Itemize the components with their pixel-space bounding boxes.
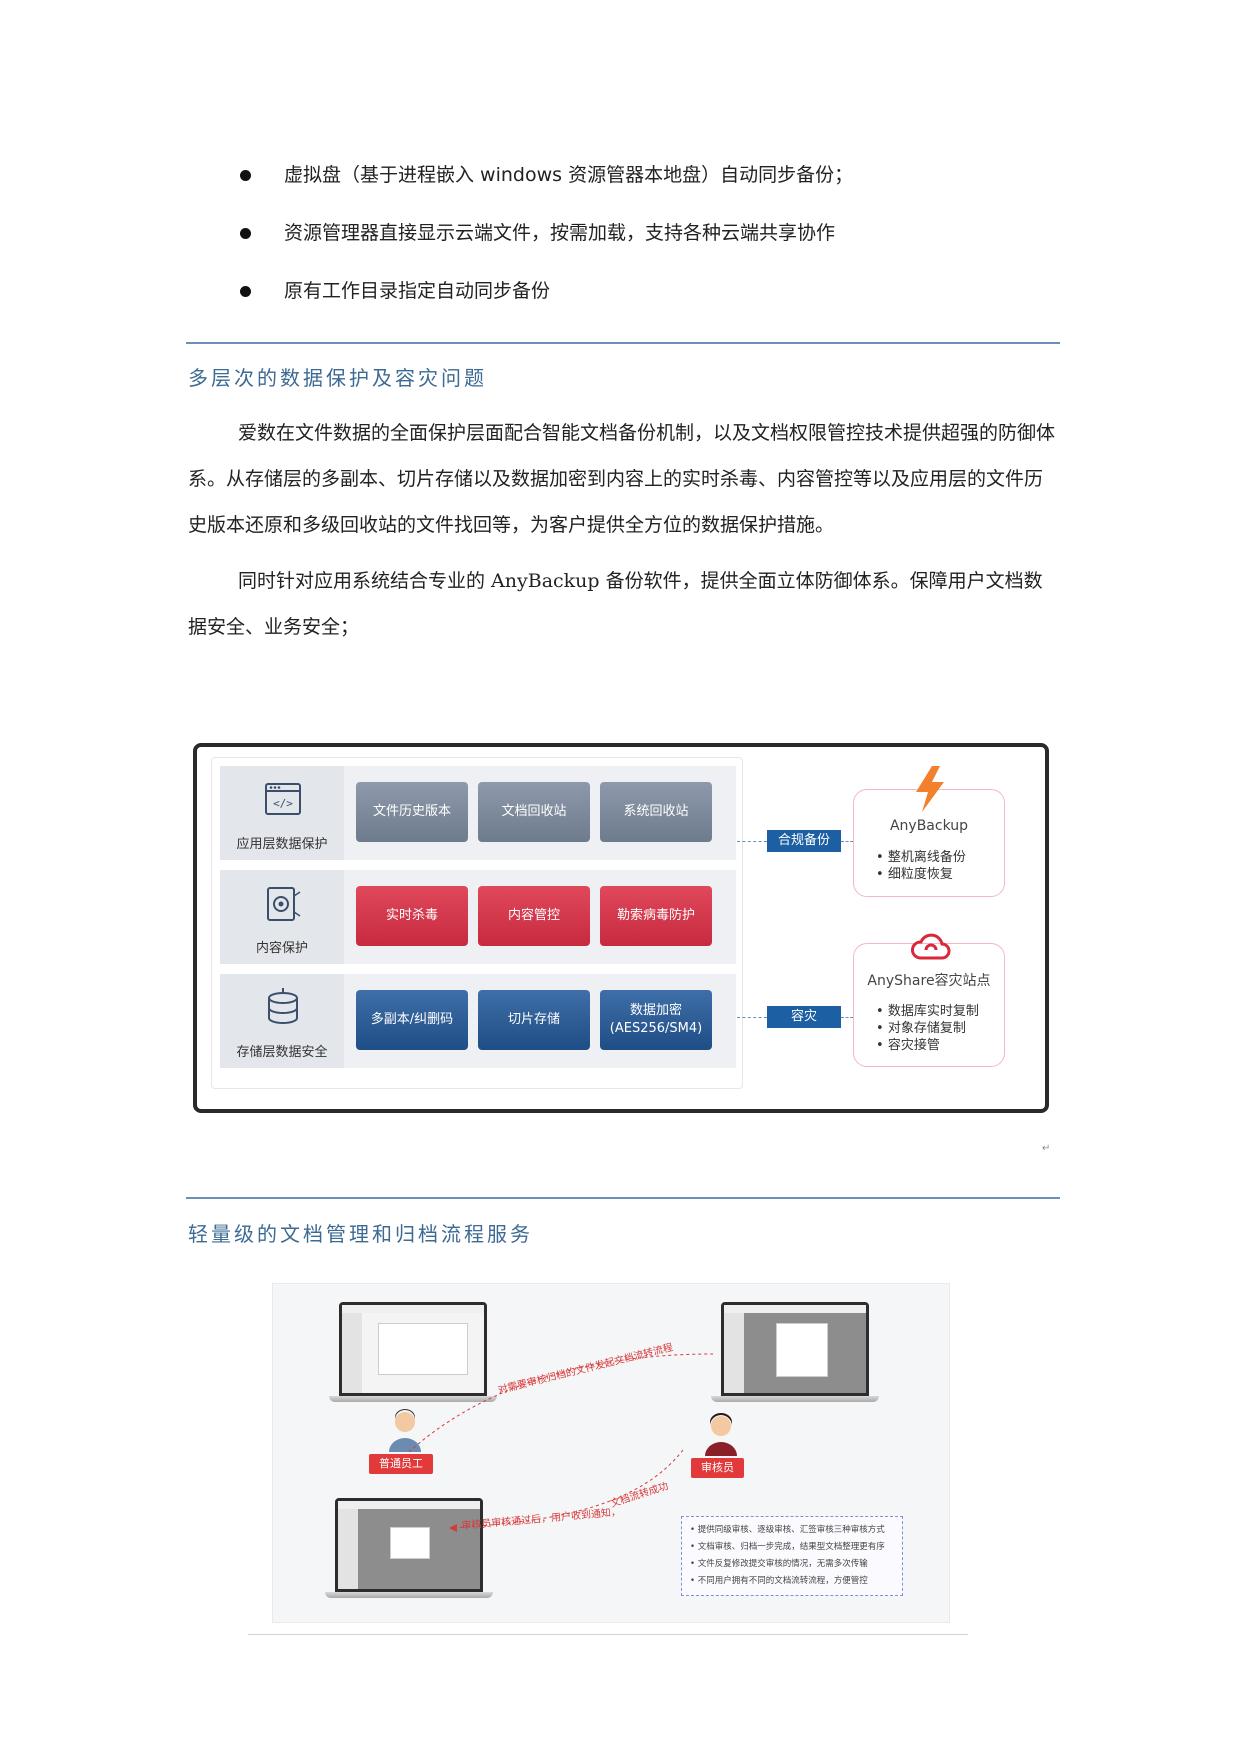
reviewer-avatar-icon xyxy=(705,1413,737,1456)
bullet-item: 资源管理器直接显示云端文件，按需加载，支持各种云端共享协作 xyxy=(236,218,1116,248)
section-divider xyxy=(186,342,1060,344)
feature-item: • 不同用户拥有不同的文档流转流程，方便管控 xyxy=(690,1576,868,1586)
laptop-base xyxy=(711,1396,879,1402)
laptop-employee-notified xyxy=(325,1498,493,1598)
employee-avatar-icon xyxy=(389,1409,421,1452)
layer-row-storage: 存储层数据安全 多副本/纠删码 切片存储 数据加密 (AES256/SM4) xyxy=(220,974,736,1068)
layer-box: 数据加密 (AES256/SM4) xyxy=(600,990,712,1050)
laptop-screen xyxy=(335,1498,483,1592)
connector-line xyxy=(737,1017,767,1018)
body-paragraph: 爱数在文件数据的全面保护层面配合智能文档备份机制，以及文档权限管控技术提供超强的… xyxy=(188,422,1056,536)
anybackup-card: AnyBackup • 整机离线备份 • 细粒度恢复 xyxy=(853,766,1005,897)
layer-box: 系统回收站 xyxy=(600,782,712,842)
disaster-recovery-tag: 容灾 xyxy=(767,1006,841,1028)
feature-item: • 文档审核、归档一步完成，结果型文档整理更有序 xyxy=(690,1542,885,1552)
bottom-divider xyxy=(248,1634,968,1635)
laptop-screen xyxy=(339,1302,487,1396)
cloud-sync-icon xyxy=(911,933,951,960)
bullet-item: 虚拟盘（基于进程嵌入 windows 资源管器本地盘）自动同步备份； xyxy=(236,160,1116,190)
flow-arrows xyxy=(408,1353,714,1532)
data-protection-diagram: </> 应用层数据保护 文件历史版本 文档回收站 系统回收站 内容保护 实时杀毒 xyxy=(193,743,1049,1113)
anyshare-item: • 对象存储复制 xyxy=(876,1021,966,1036)
layer-label-text: 存储层数据安全 xyxy=(236,1045,328,1060)
section-divider xyxy=(186,1197,1060,1199)
body-paragraph: 同时针对应用系统结合专业的 AnyBackup 备份软件，提供全面立体防御体系。… xyxy=(188,570,1043,638)
layer-box: 勒索病毒防护 xyxy=(600,886,712,946)
anybackup-item: • 细粒度恢复 xyxy=(876,867,953,882)
layer-box: 多副本/纠删码 xyxy=(356,990,468,1050)
role-reviewer-tag: 审核员 xyxy=(691,1458,744,1478)
paragraph-return-mark: ↵ xyxy=(1042,1143,1051,1154)
role-employee-tag: 普通员工 xyxy=(369,1454,433,1474)
bullet-dot-icon xyxy=(240,286,251,297)
bullet-text: 虚拟盘（基于进程嵌入 windows 资源管器本地盘）自动同步备份； xyxy=(284,164,854,186)
layer-row-application: </> 应用层数据保护 文件历史版本 文档回收站 系统回收站 xyxy=(220,766,736,860)
anybackup-title: AnyBackup xyxy=(889,818,969,834)
document-flow-diagram: 普通员工 审核员 对需要审核归档的文件发起文档流转流程 审核员审核通过后，用户收… xyxy=(272,1283,950,1623)
laptop-base xyxy=(325,1592,493,1598)
layer-box: 内容管控 xyxy=(478,886,590,946)
laptop-reviewer xyxy=(711,1302,879,1402)
feature-list-box: • 提供同级审核、逐级审核、汇签审核三种审核方式 • 文档审核、归档一步完成，结… xyxy=(681,1516,903,1596)
feature-item: • 文件反复修改提交审核的情况，无需多次传输 xyxy=(690,1559,868,1569)
database-icon xyxy=(268,988,298,1024)
anybackup-item: • 整机离线备份 xyxy=(876,850,966,865)
anyshare-item: • 容灾接管 xyxy=(876,1038,940,1053)
layer-label: 内容保护 xyxy=(220,870,344,964)
bullet-dot-icon xyxy=(240,170,251,181)
connector-line xyxy=(737,841,767,842)
layer-label: 存储层数据安全 xyxy=(220,974,344,1068)
laptop-screen xyxy=(721,1302,869,1396)
layer-label: </> 应用层数据保护 xyxy=(220,766,344,860)
anyshare-dr-card: AnyShare容灾站点 • 数据库实时复制 • 对象存储复制 • 容灾接管 xyxy=(853,933,1005,1067)
bullet-item: 原有工作目录指定自动同步备份 xyxy=(236,276,1116,306)
layer-box: 实时杀毒 xyxy=(356,886,468,946)
section-heading: 多层次的数据保护及容灾问题 xyxy=(188,366,487,390)
compliance-backup-tag: 合规备份 xyxy=(767,830,841,852)
layer-label-text: 内容保护 xyxy=(255,941,308,956)
anyshare-item: • 数据库实时复制 xyxy=(876,1004,979,1019)
laptop-employee-submit xyxy=(329,1302,497,1402)
layer-box: 文件历史版本 xyxy=(356,782,468,842)
lightning-icon xyxy=(916,766,944,812)
content-scan-icon xyxy=(267,887,301,921)
layer-box: 切片存储 xyxy=(478,990,590,1050)
bullet-text: 资源管理器直接显示云端文件，按需加载，支持各种云端共享协作 xyxy=(284,222,836,244)
anyshare-title: AnyShare容灾站点 xyxy=(867,973,991,989)
svg-text:</>: </> xyxy=(273,797,293,810)
section-heading: 轻量级的文档管理和归档流程服务 xyxy=(188,1222,533,1246)
bullet-dot-icon xyxy=(240,228,251,239)
laptop-base xyxy=(329,1396,497,1402)
layer-box: 文档回收站 xyxy=(478,782,590,842)
bullet-text: 原有工作目录指定自动同步备份 xyxy=(284,280,551,302)
feature-item: • 提供同级审核、逐级审核、汇签审核三种审核方式 xyxy=(690,1525,885,1535)
protection-layers-panel: </> 应用层数据保护 文件历史版本 文档回收站 系统回收站 内容保护 实时杀毒 xyxy=(211,757,743,1089)
layer-label-text: 应用层数据保护 xyxy=(236,837,328,852)
layer-row-content: 内容保护 实时杀毒 内容管控 勒索病毒防护 xyxy=(220,870,736,964)
code-window-icon: </> xyxy=(265,783,301,815)
